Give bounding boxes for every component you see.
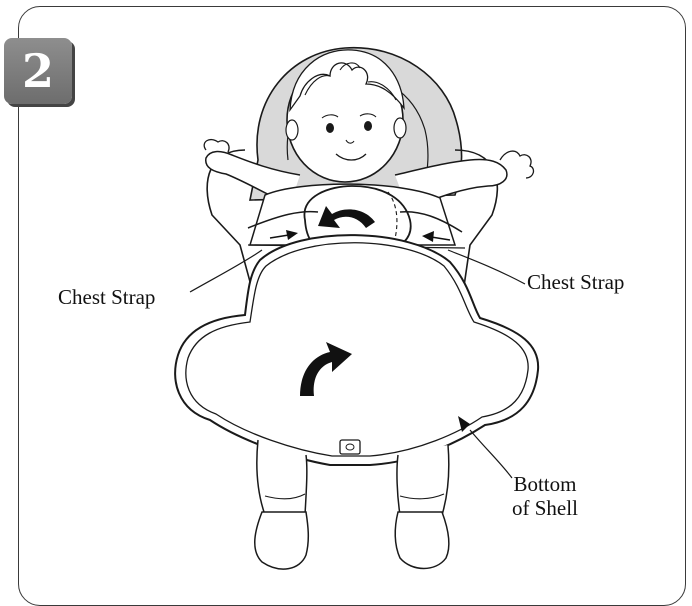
baby-left-hand — [204, 140, 229, 152]
label-bottom-line2: of Shell — [512, 496, 578, 520]
baby-head — [286, 50, 406, 182]
baby-right-foot — [395, 512, 449, 569]
label-bottom-line1: Bottom — [512, 472, 578, 496]
label-chest-strap-right: Chest Strap — [527, 270, 624, 294]
baby-right-leg — [397, 445, 449, 515]
instruction-figure: 2 — [0, 0, 692, 582]
leader-bottom-shell — [470, 430, 512, 478]
shell-slot — [340, 440, 360, 454]
baby-left-foot — [255, 512, 309, 569]
label-bottom-of-shell: Bottom of Shell — [512, 472, 578, 520]
label-chest-strap-left: Chest Strap — [58, 285, 155, 309]
